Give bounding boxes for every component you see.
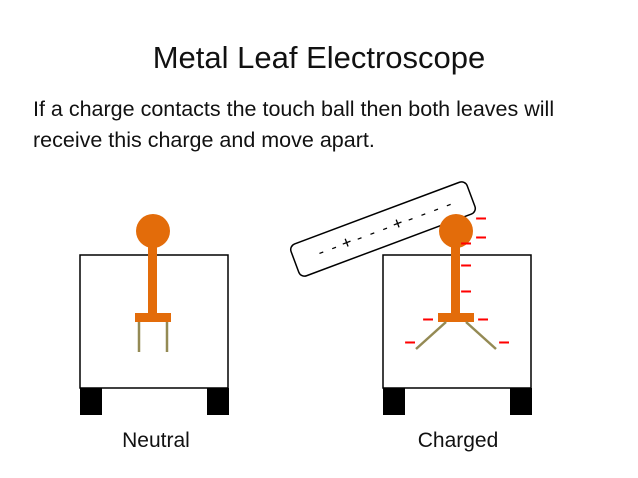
neutral-label: Neutral — [122, 429, 190, 452]
charged-touch-ball — [439, 214, 473, 248]
charge-mark: – — [475, 226, 486, 248]
rod-body — [289, 181, 477, 277]
charged-electroscope: ––––––––– — [382, 207, 532, 415]
charge-mark: – — [460, 232, 471, 254]
charged-crossbar — [438, 313, 474, 322]
charged-stem — [451, 240, 460, 320]
neutral-touch-ball — [136, 214, 170, 248]
charged-foot-right — [510, 388, 532, 415]
charge-mark: – — [475, 207, 486, 229]
neutral-foot-right — [207, 388, 229, 415]
neutral-crossbar — [135, 313, 171, 322]
charged-foot-left — [383, 388, 405, 415]
charged-leaf-right — [465, 321, 497, 350]
neutral-foot-left — [80, 388, 102, 415]
charge-mark: – — [404, 331, 415, 353]
charge-mark: – — [422, 308, 433, 330]
charged-label: Charged — [417, 429, 499, 452]
body-text: If a charge contacts the touch ball then… — [33, 97, 555, 152]
neutral-electroscope — [79, 214, 229, 415]
charged-rod: --+---+---- — [289, 181, 477, 277]
charge-mark: – — [498, 331, 509, 353]
charge-mark: – — [460, 254, 471, 276]
charge-mark: – — [477, 308, 488, 330]
charged-leaf-left — [415, 321, 447, 350]
neutral-stem — [148, 240, 157, 320]
charge-mark: – — [460, 280, 471, 302]
charge-marks: ––––––––– — [404, 207, 509, 353]
slide-title: Metal Leaf Electroscope — [152, 40, 486, 75]
